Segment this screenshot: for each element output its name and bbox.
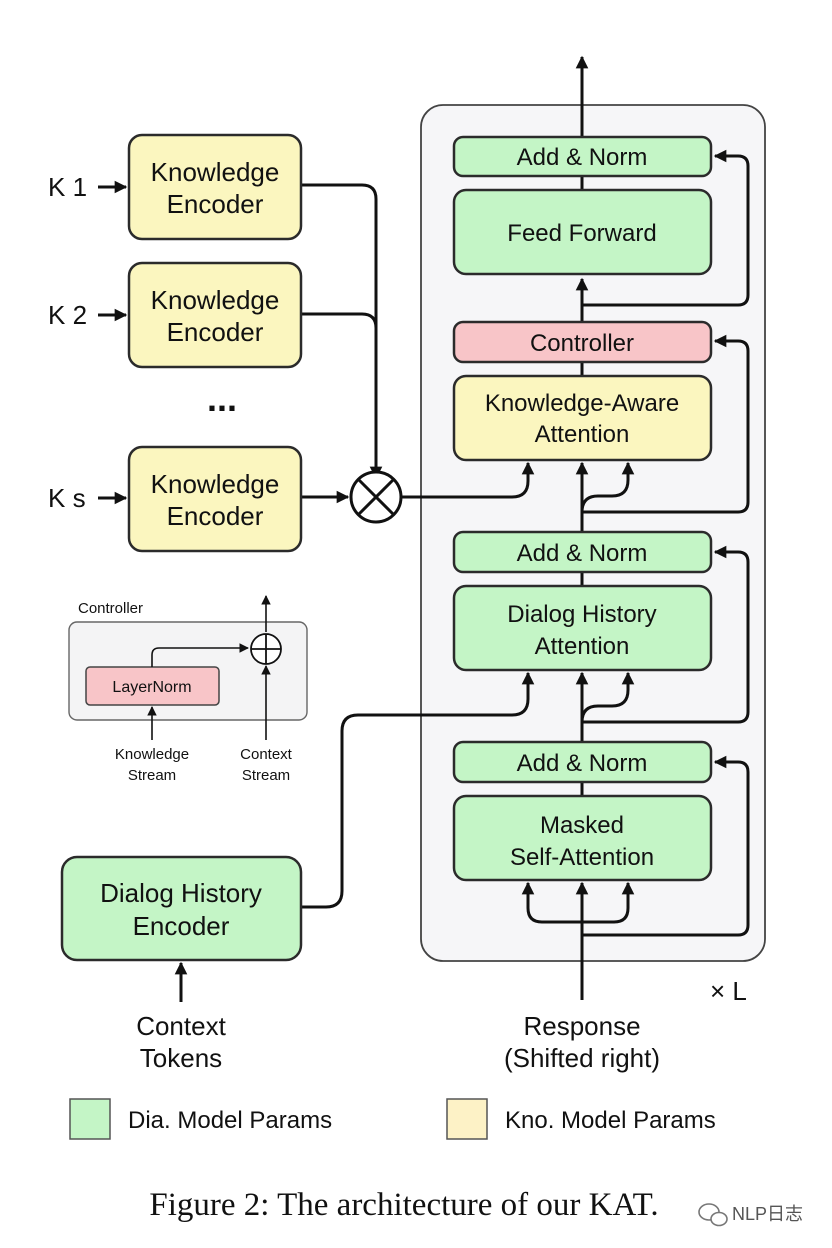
k2-to-merge-line: [302, 312, 378, 329]
svg-text:Masked: Masked: [540, 812, 624, 839]
context-tokens-label-2: Tokens: [140, 1043, 222, 1073]
ellipsis: ...: [207, 378, 237, 419]
knowledge-encoder-1: Knowledge Encoder: [127, 133, 303, 241]
context-stream-label: Context: [240, 746, 293, 763]
top-add-norm: Add & Norm: [452, 135, 713, 178]
svg-text:Self-Attention: Self-Attention: [510, 844, 654, 871]
dha-right-input-arrow: [580, 671, 635, 723]
svg-text:Encoder: Encoder: [167, 189, 264, 219]
svg-text:Add & Norm: Add & Norm: [517, 144, 648, 171]
svg-text:Knowledge: Knowledge: [151, 285, 280, 315]
feed-forward: Feed Forward: [452, 188, 713, 276]
context-tokens-label: Context: [136, 1011, 226, 1041]
svg-text:Add & Norm: Add & Norm: [517, 540, 648, 567]
legend-kno: Kno. Model Params: [446, 1098, 716, 1140]
history-encoder-to-dha-arrow: [302, 671, 535, 909]
knowledge-stream-label: Knowledge: [115, 746, 189, 763]
svg-text:Encoder: Encoder: [167, 501, 264, 531]
dialog-history-encoder: Dialog History Encoder: [60, 855, 303, 962]
svg-text:Knowledge: Knowledge: [151, 157, 280, 187]
residual-middle-arrow: [582, 545, 750, 724]
msa-left-input-arrow: [521, 881, 582, 924]
k1-label: K 1: [48, 172, 87, 202]
knowledge-aware-attention: Knowledge-Aware Attention: [452, 374, 713, 462]
bottom-add-norm: Add & Norm: [452, 740, 713, 784]
kaa-right-input-arrow: [580, 461, 635, 513]
add-oplus-icon: [250, 633, 282, 665]
layernorm-box: LayerNorm: [85, 666, 220, 706]
repeat-label: × L: [710, 976, 747, 1006]
svg-text:Feed Forward: Feed Forward: [507, 220, 656, 247]
residual-bottom-arrow: [582, 755, 750, 937]
residual-controller-arrow: [582, 334, 750, 514]
ks-label: K s: [48, 483, 86, 513]
msa-right-input-arrow: [582, 881, 635, 924]
middle-add-norm: Add & Norm: [452, 530, 713, 574]
watermark: NLP日志: [732, 1204, 803, 1224]
figure-caption: Figure 2: The architecture of our KAT.: [149, 1187, 658, 1223]
context-stream-label-2: Stream: [242, 767, 290, 784]
residual-top-arrow: [582, 149, 750, 307]
controller-inset-title: Controller: [78, 600, 143, 617]
response-label: Response: [523, 1011, 640, 1041]
svg-text:Dia. Model Params: Dia. Model Params: [128, 1107, 332, 1134]
knowledge-encoder-2: Knowledge Encoder: [127, 261, 303, 369]
svg-text:Controller: Controller: [530, 330, 634, 357]
svg-text:Kno. Model Params: Kno. Model Params: [505, 1107, 716, 1134]
knowledge-encoder-s: Knowledge Encoder: [127, 445, 303, 553]
svg-text:Add & Norm: Add & Norm: [517, 750, 648, 777]
wechat-icon: [698, 1203, 728, 1227]
masked-self-attention: Masked Self-Attention: [452, 794, 713, 882]
svg-text:Encoder: Encoder: [167, 317, 264, 347]
kaa-left-input-arrow: [402, 461, 535, 499]
k2-label: K 2: [48, 300, 87, 330]
svg-text:Dialog History: Dialog History: [100, 878, 262, 908]
svg-text:Dialog History: Dialog History: [507, 601, 656, 628]
svg-text:Knowledge-Aware: Knowledge-Aware: [485, 390, 679, 417]
svg-text:Attention: Attention: [535, 633, 630, 660]
svg-text:Knowledge: Knowledge: [151, 469, 280, 499]
legend-dia: Dia. Model Params: [69, 1098, 332, 1140]
svg-text:Attention: Attention: [535, 421, 630, 448]
merge-otimes-icon: [349, 470, 403, 524]
dialog-history-attention: Dialog History Attention: [452, 584, 713, 672]
k1-to-merge-arrow: [302, 183, 383, 480]
svg-text:LayerNorm: LayerNorm: [112, 679, 191, 696]
controller-block: Controller: [452, 320, 713, 364]
response-label-2: (Shifted right): [504, 1043, 660, 1073]
svg-text:Encoder: Encoder: [133, 911, 230, 941]
layernorm-to-add-arrow: [151, 643, 249, 667]
knowledge-stream-label-2: Stream: [128, 767, 176, 784]
